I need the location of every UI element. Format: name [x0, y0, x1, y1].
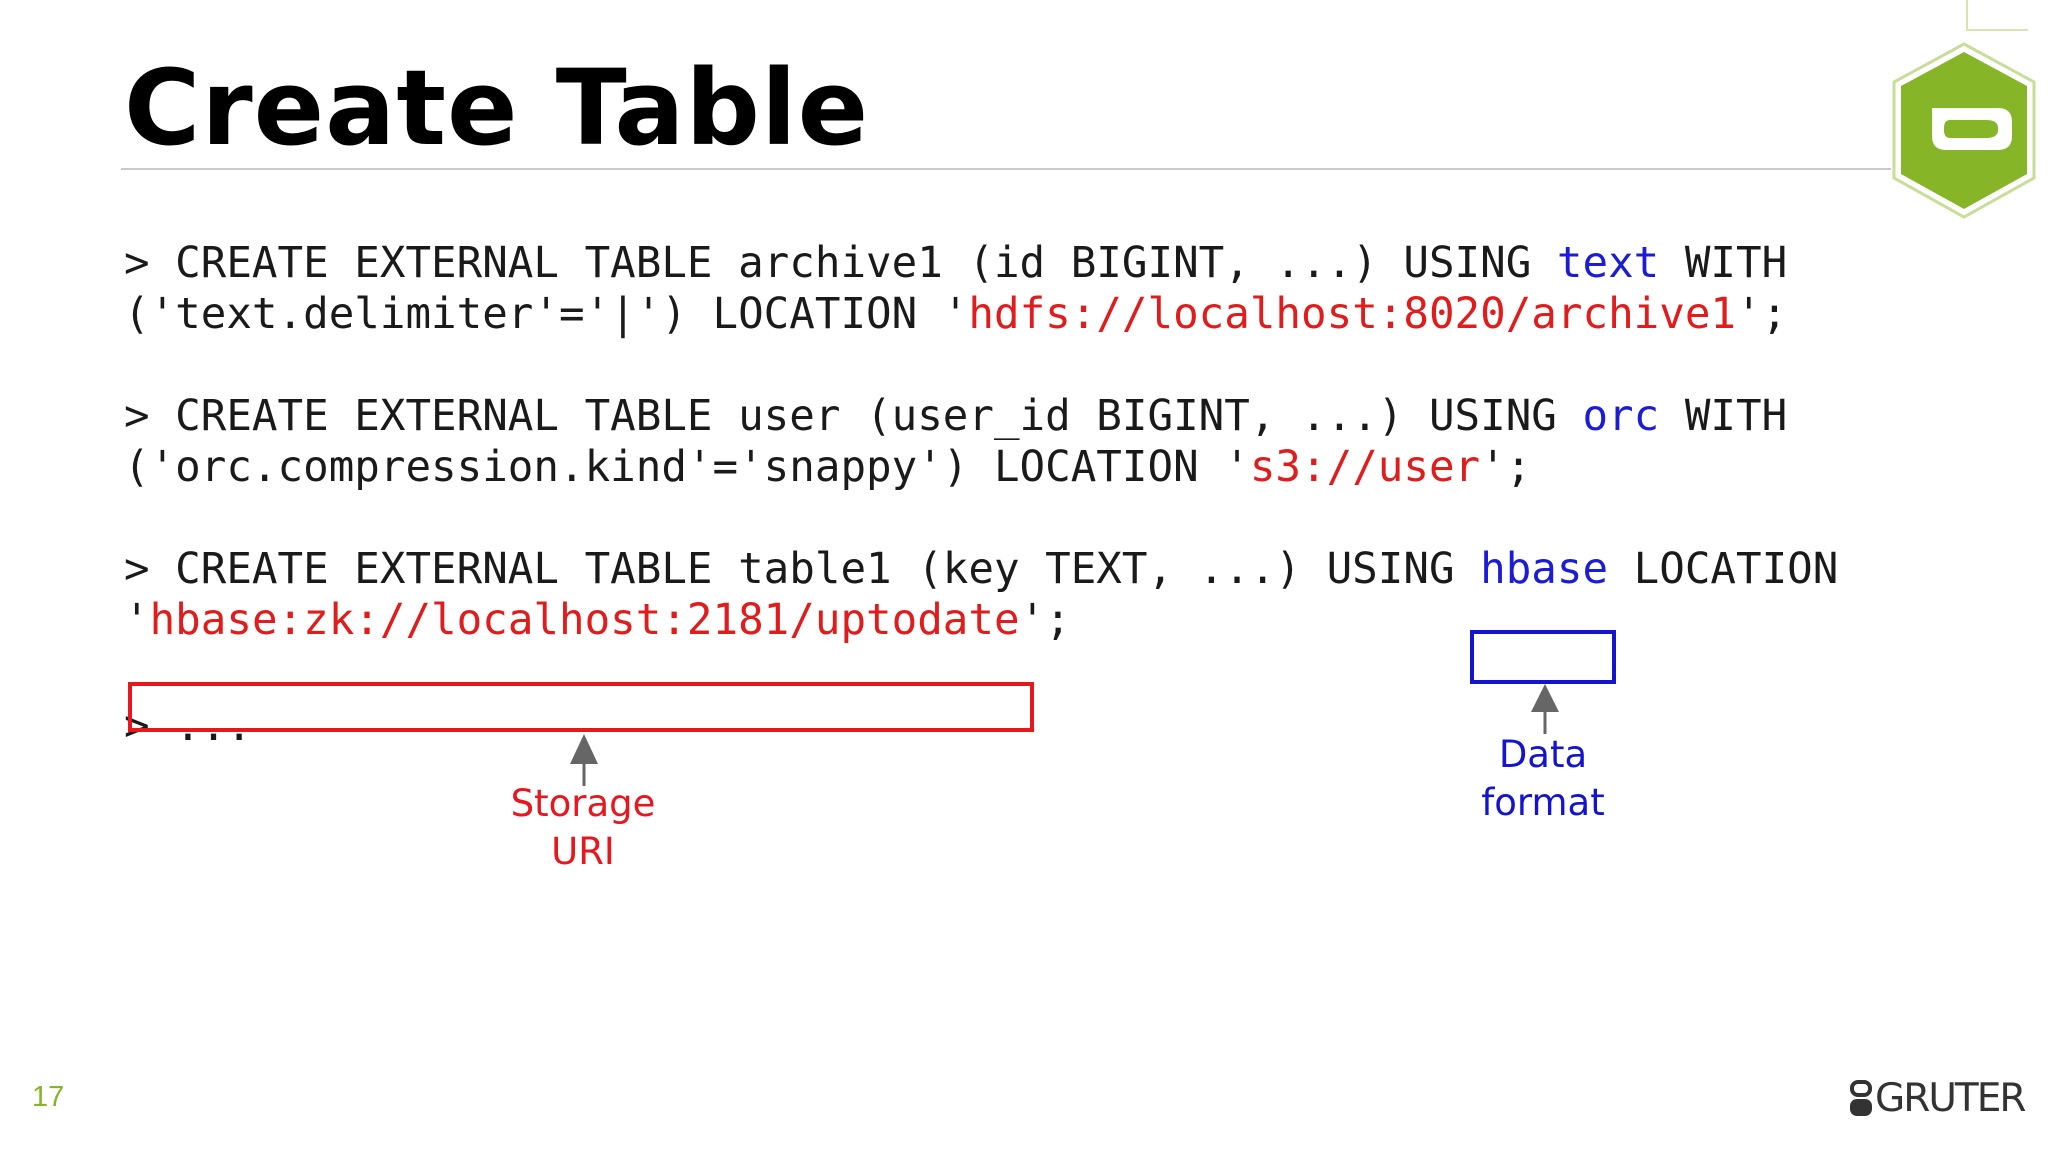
data-format-callout-line2: format: [1481, 781, 1605, 824]
stmt3-line1-suffix: LOCATION: [1608, 545, 1839, 594]
title-divider: [121, 168, 1891, 170]
storage-uri-callout: Storage URI: [483, 780, 683, 876]
stmt1-location-uri: hdfs://localhost:8020/archive1: [968, 290, 1737, 339]
data-format-callout: Data format: [1443, 731, 1643, 827]
stmt1-format-keyword: text: [1556, 239, 1660, 288]
stmt2-location-uri: s3://user: [1249, 443, 1481, 492]
sql-code-block: > CREATE EXTERNAL TABLE archive1 (id BIG…: [124, 238, 1838, 646]
hexagon-chat-logo-icon: [1892, 0, 2036, 219]
stmt2-line2-suffix: ';: [1480, 443, 1532, 492]
stmt3-location-uri: hbase:zk://localhost:2181/uptodate: [149, 596, 1020, 645]
data-format-callout-line1: Data: [1498, 733, 1588, 776]
stmt2-line1-prefix: > CREATE EXTERNAL TABLE user (user_id BI…: [124, 392, 1583, 441]
stmt3-line1-prefix: > CREATE EXTERNAL TABLE table1 (key TEXT…: [124, 545, 1481, 594]
storage-uri-callout-line1: Storage: [510, 782, 656, 825]
stmt2-line1-suffix: WITH: [1659, 392, 1788, 441]
stmt3-line2-prefix: ': [124, 596, 150, 645]
up-arrow-icon: [570, 734, 598, 786]
stmt3-format-keyword: hbase: [1480, 545, 1609, 594]
page-number: 17: [32, 1081, 65, 1113]
gruter-brand-logo: GRUTER: [1848, 1076, 2026, 1121]
stmt1-line1-suffix: WITH: [1659, 239, 1788, 288]
data-format-highlight-box: [1470, 630, 1616, 684]
stmt1-line1-prefix: > CREATE EXTERNAL TABLE archive1 (id BIG…: [124, 239, 1557, 288]
stmt1-line2-prefix: ('text.delimiter'='|') LOCATION ': [124, 290, 969, 339]
gruter-mark-icon: [1850, 1080, 1872, 1116]
stmt3-line2-suffix: ';: [1019, 596, 1071, 645]
stmt2-line2-prefix: ('orc.compression.kind'='snappy') LOCATI…: [124, 443, 1250, 492]
stmt2-format-keyword: orc: [1582, 392, 1660, 441]
slide-title: Create Table: [124, 47, 870, 169]
brand-name: GRUTER: [1875, 1076, 2026, 1121]
storage-uri-callout-line2: URI: [551, 830, 615, 873]
up-arrow-icon: [1531, 684, 1559, 734]
storage-uri-highlight-box: [128, 682, 1034, 732]
stmt1-line2-suffix: ';: [1736, 290, 1788, 339]
